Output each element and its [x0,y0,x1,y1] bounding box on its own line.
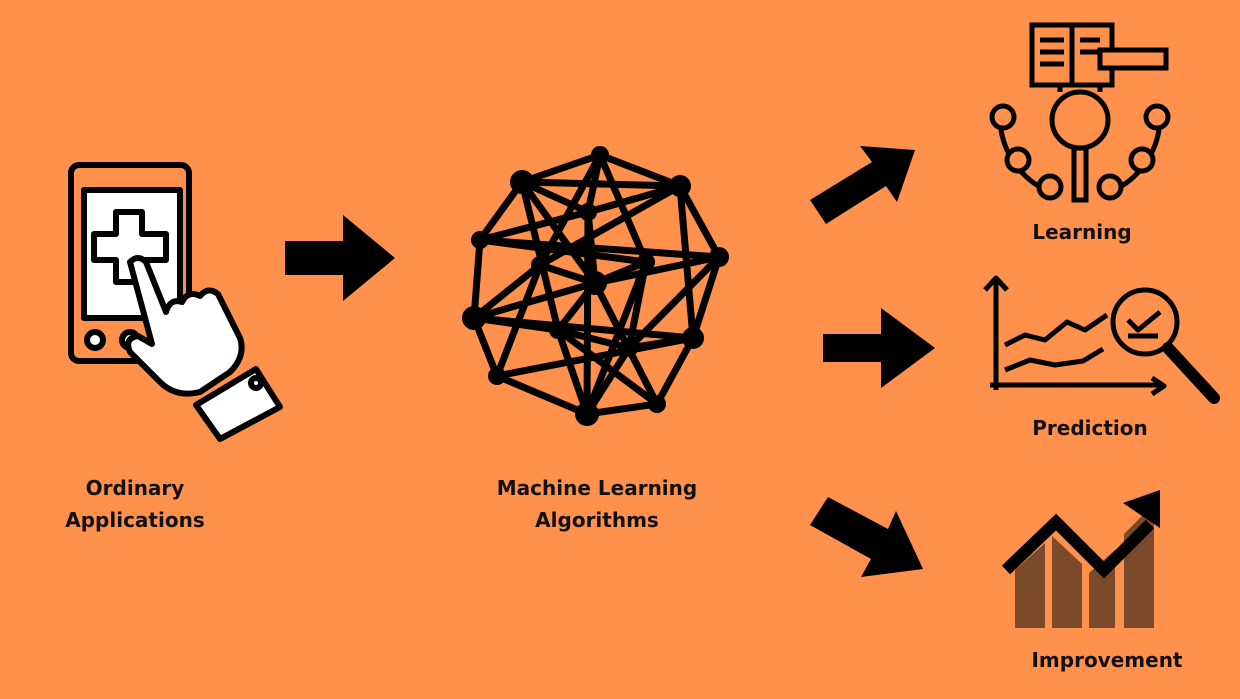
label-line: Applications [65,508,205,532]
network-edge [519,179,598,286]
network-node [583,271,607,295]
network-node [579,203,597,221]
improvement-icon [1001,490,1160,628]
network-edge [470,239,484,319]
network-node [591,146,609,164]
network-node [575,402,599,426]
improvement-label: Improvement [1031,648,1183,672]
neural-network-icon [462,146,729,426]
network-edge [557,326,630,352]
network-edge [555,327,660,407]
network-node [488,367,506,385]
arrow-down-right-icon [810,497,923,577]
ml-algorithms-label: Machine Learning Algorithms [467,472,727,536]
network-edge [521,178,681,190]
network-edge [689,255,723,340]
network-edge [583,211,592,415]
network-node [549,321,567,339]
label-line: Ordinary [85,476,185,500]
ordinary-applications-label: Ordinary Applications [40,472,230,536]
network-edge [598,151,682,190]
label-line: Machine Learning [496,476,698,500]
network-node [682,327,704,349]
network-node [510,170,534,194]
network-edge [479,236,720,261]
arrow-up-right-icon [810,146,915,224]
network-edge [554,328,591,416]
network-edge [583,260,650,416]
network-edge [495,372,589,418]
network-node [709,247,729,267]
network-edge [471,262,543,321]
network-edge [594,253,720,287]
network-edge [473,314,694,342]
phone-touch-icon [68,162,283,442]
network-edge [587,182,681,216]
learning-label: Learning [1032,220,1132,244]
prediction-icon [983,275,1220,404]
network-node [648,395,666,413]
network-node [471,231,489,249]
network-edge [653,336,697,406]
arrow-right-middle-icon [823,308,935,388]
prediction-label: Prediction [1032,416,1148,440]
network-edge [520,178,590,216]
network-node [669,175,691,197]
network-node [620,339,638,357]
network-node [637,253,655,271]
network-edge [676,184,723,259]
network-edge [473,279,596,322]
arrow-right-icon [285,215,395,301]
network-node [462,306,486,330]
network-node [531,256,549,274]
network-edge [479,208,589,244]
network-edge [584,346,632,416]
learning-icon [989,22,1171,203]
label-line: Algorithms [535,508,659,532]
network-edge [596,153,650,264]
network-edge [520,151,602,186]
